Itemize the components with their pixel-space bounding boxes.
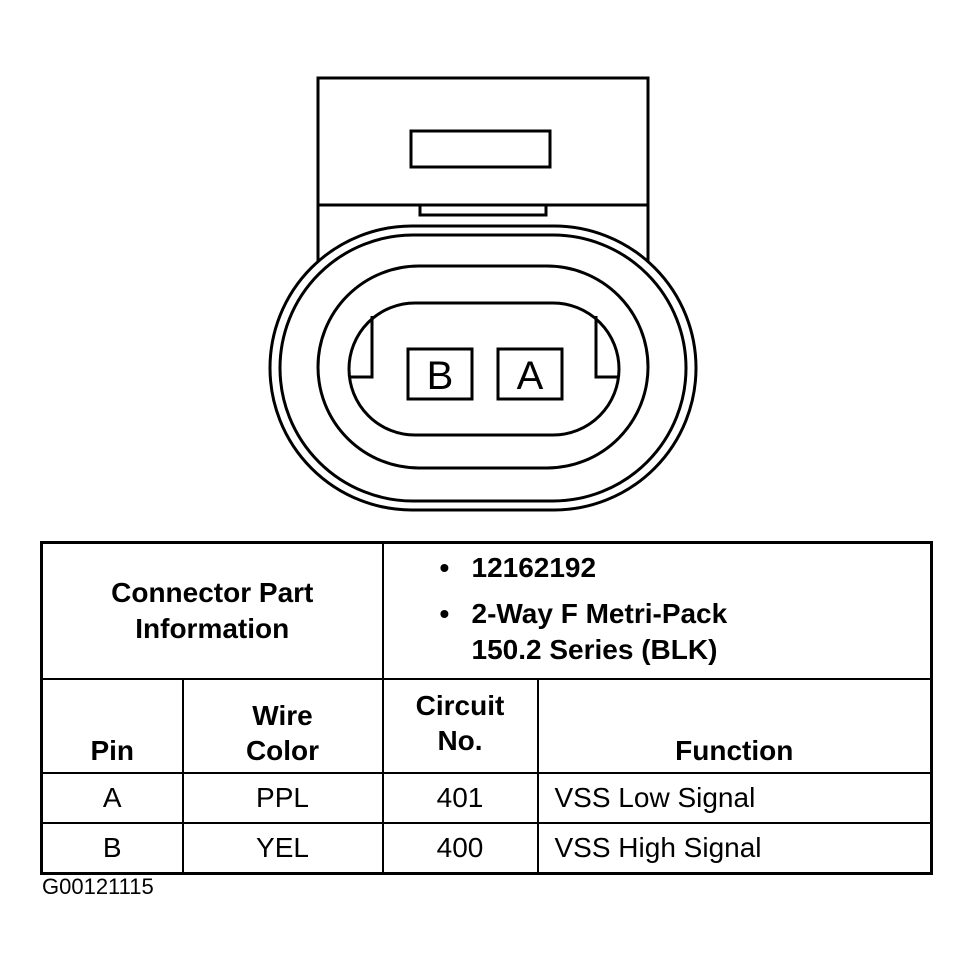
part-info-label-line-1: Connector Part: [111, 577, 314, 608]
circuit-no-cell: 400: [381, 822, 539, 875]
header-circuit-no: Circuit No.: [381, 678, 539, 774]
connector-outer-rim: [268, 224, 698, 512]
pin-b-label: B: [427, 354, 454, 398]
header-pin: Pin: [40, 678, 184, 774]
function-cell: VSS Low Signal: [536, 772, 933, 824]
locking-tab: [409, 129, 552, 169]
table-row: A PPL 401 VSS Low Signal: [40, 772, 933, 824]
function-cell: VSS High Signal: [536, 822, 933, 875]
header-wire-color: Wire Color: [181, 678, 384, 774]
part-info-item: • 12162192: [384, 550, 931, 586]
part-info-list: • 12162192 • 2-Way F Metri-Pack 150.2 Se…: [384, 550, 931, 668]
table-row: B YEL 400 VSS High Signal: [40, 822, 933, 875]
figure-code: G00121115: [42, 874, 154, 899]
connector-info-table: Connector Part Information • 12162192 • …: [40, 541, 933, 875]
part-info-values-cell: • 12162192 • 2-Way F Metri-Pack 150.2 Se…: [381, 541, 933, 680]
lock-ramp: [418, 205, 548, 217]
pin-cell: B: [40, 822, 184, 875]
key-flat-left: [349, 316, 374, 379]
key-flat-right: [594, 316, 619, 379]
part-info-label-line-2: Information: [135, 613, 290, 644]
part-number: 12162192: [471, 552, 597, 583]
wire-color-cell: YEL: [181, 822, 384, 875]
part-info-row: Connector Part Information • 12162192 • …: [40, 541, 933, 680]
pin-a-label: A: [517, 354, 544, 398]
header-row: Pin Wire Color Circuit No. Function: [40, 678, 933, 774]
connector-face-drawing: B A: [268, 76, 698, 512]
connector-type-line-2: 150.2 Series (BLK): [471, 634, 718, 665]
connector-seal-ring: [278, 233, 688, 503]
header-function: Function: [536, 678, 933, 774]
pin-a-box: [496, 347, 564, 401]
connector-inner-oval: [316, 264, 650, 470]
part-info-item: • 2-Way F Metri-Pack 150.2 Series (BLK): [384, 596, 931, 668]
connector-housing: [316, 76, 650, 262]
bullet-icon: •: [439, 552, 450, 583]
bullet-icon: •: [439, 598, 450, 629]
pin-b-box: [406, 347, 474, 401]
part-info-label-cell: Connector Part Information: [40, 541, 384, 680]
terminal-cavity: [347, 301, 621, 437]
wire-color-cell: PPL: [181, 772, 384, 824]
connector-type-line-1: 2-Way F Metri-Pack: [471, 598, 728, 629]
circuit-no-cell: 401: [381, 772, 539, 824]
pin-cell: A: [40, 772, 184, 824]
